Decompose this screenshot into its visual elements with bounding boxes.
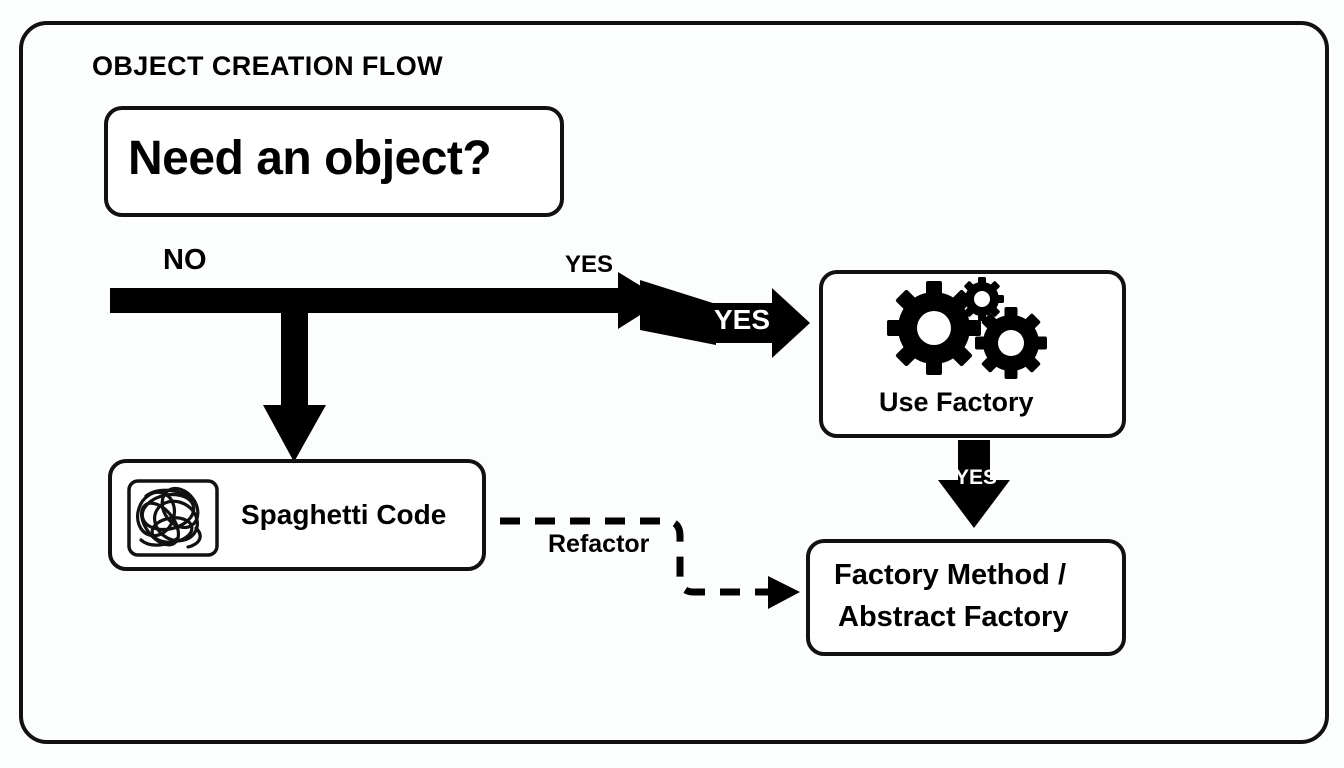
outer-frame	[19, 21, 1329, 744]
scribble-tangle-icon	[127, 479, 219, 557]
gears-icon	[887, 277, 1047, 379]
use-factory-to-pattern-arrowhead	[938, 480, 1010, 528]
edge-label-yes-top: YES	[565, 251, 614, 278]
decision-node-label: Need an object?	[128, 132, 492, 185]
refactor-arrowhead	[768, 576, 800, 609]
gear-small	[960, 277, 1004, 321]
factory-method-label-line1: Factory Method /	[834, 559, 1067, 591]
edge-label-refactor: Refactor	[548, 530, 650, 558]
no-branch-stem	[281, 300, 308, 410]
edge-label-no: NO	[163, 244, 207, 276]
page-title: OBJECT CREATION FLOW	[92, 51, 443, 81]
decision-node-box[interactable]	[104, 106, 564, 217]
trunk-bar	[110, 288, 642, 313]
yes-connector-band	[640, 280, 716, 345]
factory-method-box[interactable]	[806, 539, 1126, 656]
use-factory-box[interactable]	[819, 270, 1126, 438]
use-factory-to-pattern-stem	[958, 440, 990, 485]
gear-medium	[975, 307, 1047, 379]
spaghetti-code-label: Spaghetti Code	[241, 499, 447, 530]
no-branch-arrowhead	[263, 405, 326, 462]
edge-label-yes-inline: YES	[714, 304, 771, 335]
refactor-dashed-path	[500, 517, 770, 596]
yes-arrow-block	[710, 303, 776, 343]
use-factory-label: Use Factory	[879, 387, 1034, 417]
yes-arrow-head	[772, 288, 810, 358]
edge-label-yes-vertical: YES	[955, 466, 998, 489]
factory-method-label-line2: Abstract Factory	[838, 601, 1069, 633]
